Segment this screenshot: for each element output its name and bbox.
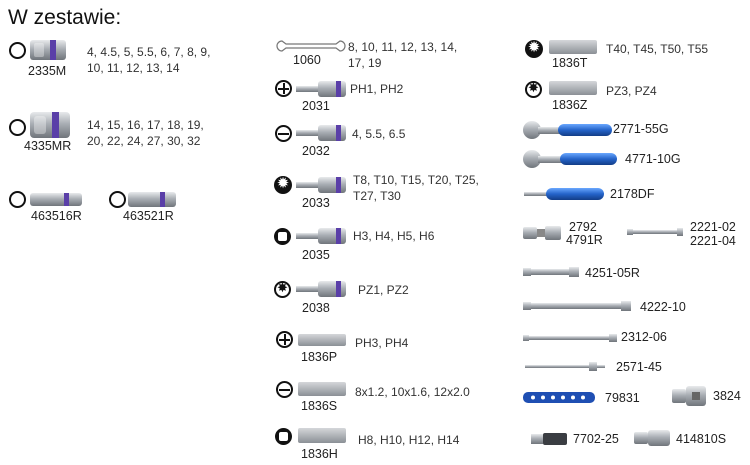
phillips-icon <box>275 80 292 97</box>
torx-icon <box>274 174 292 194</box>
size-list: 4, 4.5, 5, 5.5, 6, 7, 8, 9, 10, 11, 12, … <box>87 45 211 75</box>
item-code: 2032 <box>302 144 330 158</box>
hex-socket-icon <box>9 119 26 136</box>
item-code: 2038 <box>302 301 330 315</box>
bit-image <box>298 334 346 346</box>
item-code: 414810S <box>676 432 727 446</box>
adapter-image <box>672 386 706 406</box>
item-code: 4251-05R <box>585 266 640 280</box>
size-list: PZ1, PZ2 <box>358 283 409 297</box>
item-code: 1060 <box>293 53 321 67</box>
item-code: 1836T <box>552 56 588 70</box>
size-list: PZ3, PZ4 <box>606 84 657 98</box>
size-list: H8, H10, H12, H14 <box>358 433 460 447</box>
socket-image <box>30 193 82 206</box>
item-code: 2221-02 <box>690 220 736 234</box>
extension-image <box>523 267 579 277</box>
item-code: 2031 <box>302 99 330 113</box>
slotted-icon <box>276 381 293 398</box>
hex-socket-icon <box>109 191 126 208</box>
size-list: PH1, PH2 <box>350 82 404 96</box>
bit-socket-image <box>296 281 346 297</box>
size-list: 14, 15, 16, 17, 18, 19, 20, 22, 24, 27, … <box>87 118 204 148</box>
bit-socket-image <box>296 81 346 97</box>
item-code: 2178DF <box>610 187 655 201</box>
item-code: 2792 <box>569 220 597 234</box>
bit-image <box>549 81 597 95</box>
item-code: 2335M <box>28 64 67 78</box>
universal-joint-image <box>523 226 561 240</box>
pozidriv-icon <box>274 280 291 298</box>
bit-socket-image <box>296 228 346 244</box>
item-code: 4335MR <box>24 139 72 153</box>
item-code: 7702-25 <box>573 432 619 446</box>
hex-socket-icon <box>9 42 26 59</box>
bit-image <box>298 382 346 396</box>
hex-key-icon <box>274 228 291 245</box>
bit-image <box>298 428 346 443</box>
bit-image <box>549 40 597 54</box>
extension-image <box>627 228 683 236</box>
socket-image <box>30 40 66 60</box>
extension-image <box>523 301 631 311</box>
t-bar-image <box>525 362 605 371</box>
size-list: T8, T10, T15, T20, T25, T27, T30 <box>353 173 479 203</box>
torx-icon <box>525 38 543 58</box>
size-list: T40, T45, T50, T55 <box>606 42 709 56</box>
item-code: 4771-10G <box>625 152 681 166</box>
screwdriver-image <box>524 188 604 200</box>
item-code: 2571-45 <box>616 360 662 374</box>
item-code: 4791R <box>566 233 603 247</box>
item-code: 2312-06 <box>621 330 667 344</box>
item-code: 1836S <box>301 399 338 413</box>
ratchet-image <box>523 121 612 139</box>
page-title: W zestawie: <box>8 6 122 29</box>
extension-image <box>523 334 617 342</box>
size-list: 8x1.2, 10x1.6, 12x2.0 <box>355 385 470 399</box>
size-list: 4, 5.5, 6.5 <box>352 127 406 141</box>
item-code: 2221-04 <box>690 234 736 248</box>
item-code: 2771-55G <box>613 122 669 136</box>
phillips-icon <box>276 331 293 348</box>
bit-adapter-image <box>531 433 567 445</box>
ratchet-image <box>523 150 617 168</box>
item-code: 463521R <box>123 209 174 223</box>
item-code: 3824 <box>713 389 741 403</box>
socket-image <box>30 112 70 138</box>
size-list: H3, H4, H5, H6 <box>353 229 435 243</box>
size-list: PH3, PH4 <box>355 336 409 350</box>
pozidriv-icon <box>525 80 542 98</box>
hex-key-icon <box>275 428 292 445</box>
item-code: 4222-10 <box>640 300 686 314</box>
hex-socket-icon <box>9 191 26 208</box>
item-code: 1836Z <box>552 98 588 112</box>
item-code: 2033 <box>302 196 330 210</box>
item-code: 1836P <box>301 350 338 364</box>
bit-socket-image <box>296 125 346 141</box>
bit-holder-image <box>523 392 595 403</box>
bit-socket-image <box>296 177 346 193</box>
size-list: 8, 10, 11, 12, 13, 14, 17, 19 <box>348 40 458 70</box>
item-code: 1836H <box>301 447 338 461</box>
slotted-icon <box>275 125 292 142</box>
item-code: 2035 <box>302 248 330 262</box>
item-code: 79831 <box>605 391 640 405</box>
item-code: 463516R <box>31 209 82 223</box>
wrench-icon <box>276 40 346 52</box>
socket-image <box>128 192 176 207</box>
socket-image <box>634 430 670 446</box>
